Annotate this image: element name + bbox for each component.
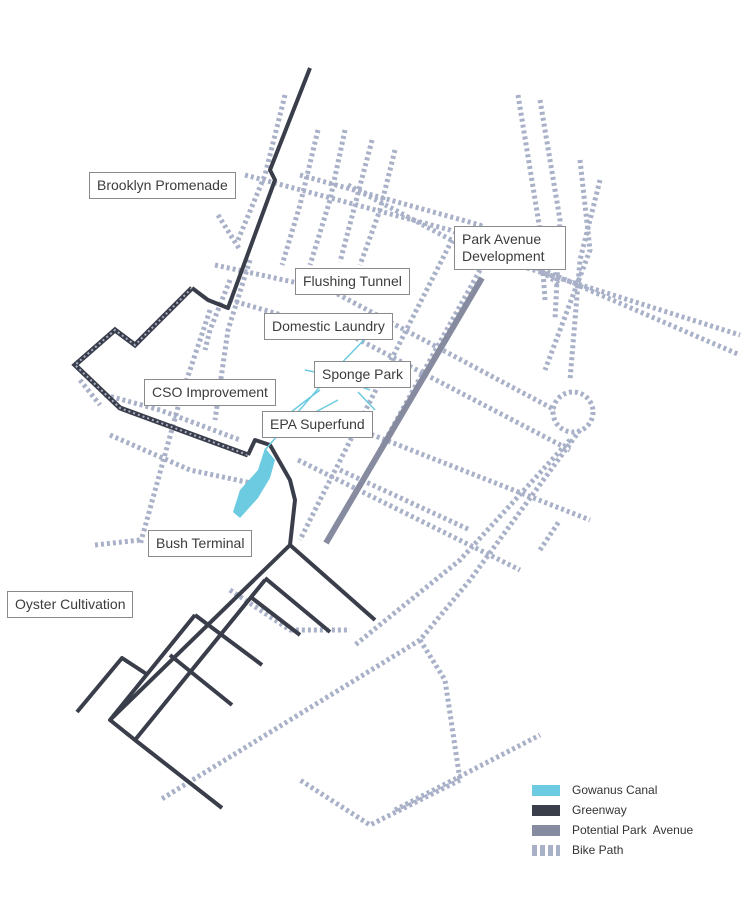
legend-label: Gowanus Canal bbox=[572, 783, 658, 797]
bike-path bbox=[537, 99, 563, 321]
bike-path bbox=[279, 129, 321, 266]
greenway bbox=[288, 543, 377, 622]
label-cso-improvement: CSO Improvement bbox=[144, 379, 276, 406]
label-sponge-park: Sponge Park bbox=[314, 361, 411, 388]
bike-path bbox=[307, 129, 348, 266]
greenway bbox=[263, 576, 332, 634]
bike-path bbox=[338, 467, 472, 533]
bike-path bbox=[104, 392, 241, 443]
canal-swatch-icon bbox=[532, 784, 560, 796]
bike-path bbox=[542, 159, 593, 371]
greenway bbox=[193, 613, 264, 667]
park-avenue-swatch-icon bbox=[532, 824, 560, 836]
label-epa-superfund: EPA Superfund bbox=[262, 411, 373, 438]
greenway-swatch-icon bbox=[532, 804, 560, 816]
bike-path bbox=[359, 427, 591, 523]
bike-path bbox=[353, 438, 572, 647]
greenway bbox=[108, 438, 297, 742]
greenway bbox=[75, 656, 150, 714]
bike-path bbox=[228, 587, 350, 633]
label-park-avenue-development: Park Avenue Development bbox=[454, 226, 566, 270]
greenway bbox=[133, 578, 267, 810]
bike-path-swatch-icon bbox=[532, 844, 560, 856]
greenway bbox=[190, 67, 312, 310]
legend-item-bike-path: Bike Path bbox=[532, 840, 693, 860]
bike-path bbox=[537, 518, 563, 552]
label-bush-terminal: Bush Terminal bbox=[148, 530, 253, 557]
legend-item-greenway: Greenway bbox=[532, 800, 693, 820]
greenway bbox=[250, 596, 302, 637]
bike-path bbox=[78, 378, 102, 407]
greenway bbox=[108, 613, 197, 722]
legend-label: Potential Park Avenue bbox=[572, 823, 694, 837]
legend-label: Greenway bbox=[572, 803, 627, 817]
bike-roundabout bbox=[550, 389, 596, 435]
bike-path bbox=[158, 428, 583, 803]
bike-path bbox=[108, 432, 261, 488]
bike-path bbox=[297, 238, 455, 542]
bike-path bbox=[137, 309, 213, 546]
bike-path bbox=[393, 732, 542, 813]
legend-item-park-avenue: Potential Park Avenue bbox=[532, 820, 693, 840]
bike-path bbox=[215, 213, 243, 252]
bike-path bbox=[229, 297, 572, 453]
bike-path bbox=[94, 537, 141, 548]
map-legend: Gowanus Canal Greenway Potential Park Av… bbox=[532, 780, 693, 860]
legend-label: Bike Path bbox=[572, 843, 624, 857]
legend-item-canal: Gowanus Canal bbox=[532, 780, 693, 800]
label-domestic-laundry: Domestic Laundry bbox=[264, 313, 393, 340]
bike-path bbox=[377, 268, 483, 452]
bike-path bbox=[202, 279, 233, 351]
greenway-network bbox=[75, 67, 377, 810]
label-flushing-tunnel: Flushing Tunnel bbox=[295, 268, 410, 295]
bike-path bbox=[296, 457, 522, 573]
bike-path bbox=[357, 149, 398, 266]
greenway-loop bbox=[71, 286, 249, 458]
bike-path bbox=[298, 777, 462, 828]
potential-park-avenue bbox=[323, 276, 485, 545]
bike-path bbox=[244, 172, 741, 358]
bike-path bbox=[417, 638, 463, 781]
label-oyster-cultivation: Oyster Cultivation bbox=[7, 591, 134, 618]
bike-path bbox=[567, 179, 603, 381]
label-brooklyn-promenade: Brooklyn Promenade bbox=[89, 172, 236, 199]
greenway bbox=[168, 653, 234, 707]
bike-path-network bbox=[78, 94, 741, 828]
